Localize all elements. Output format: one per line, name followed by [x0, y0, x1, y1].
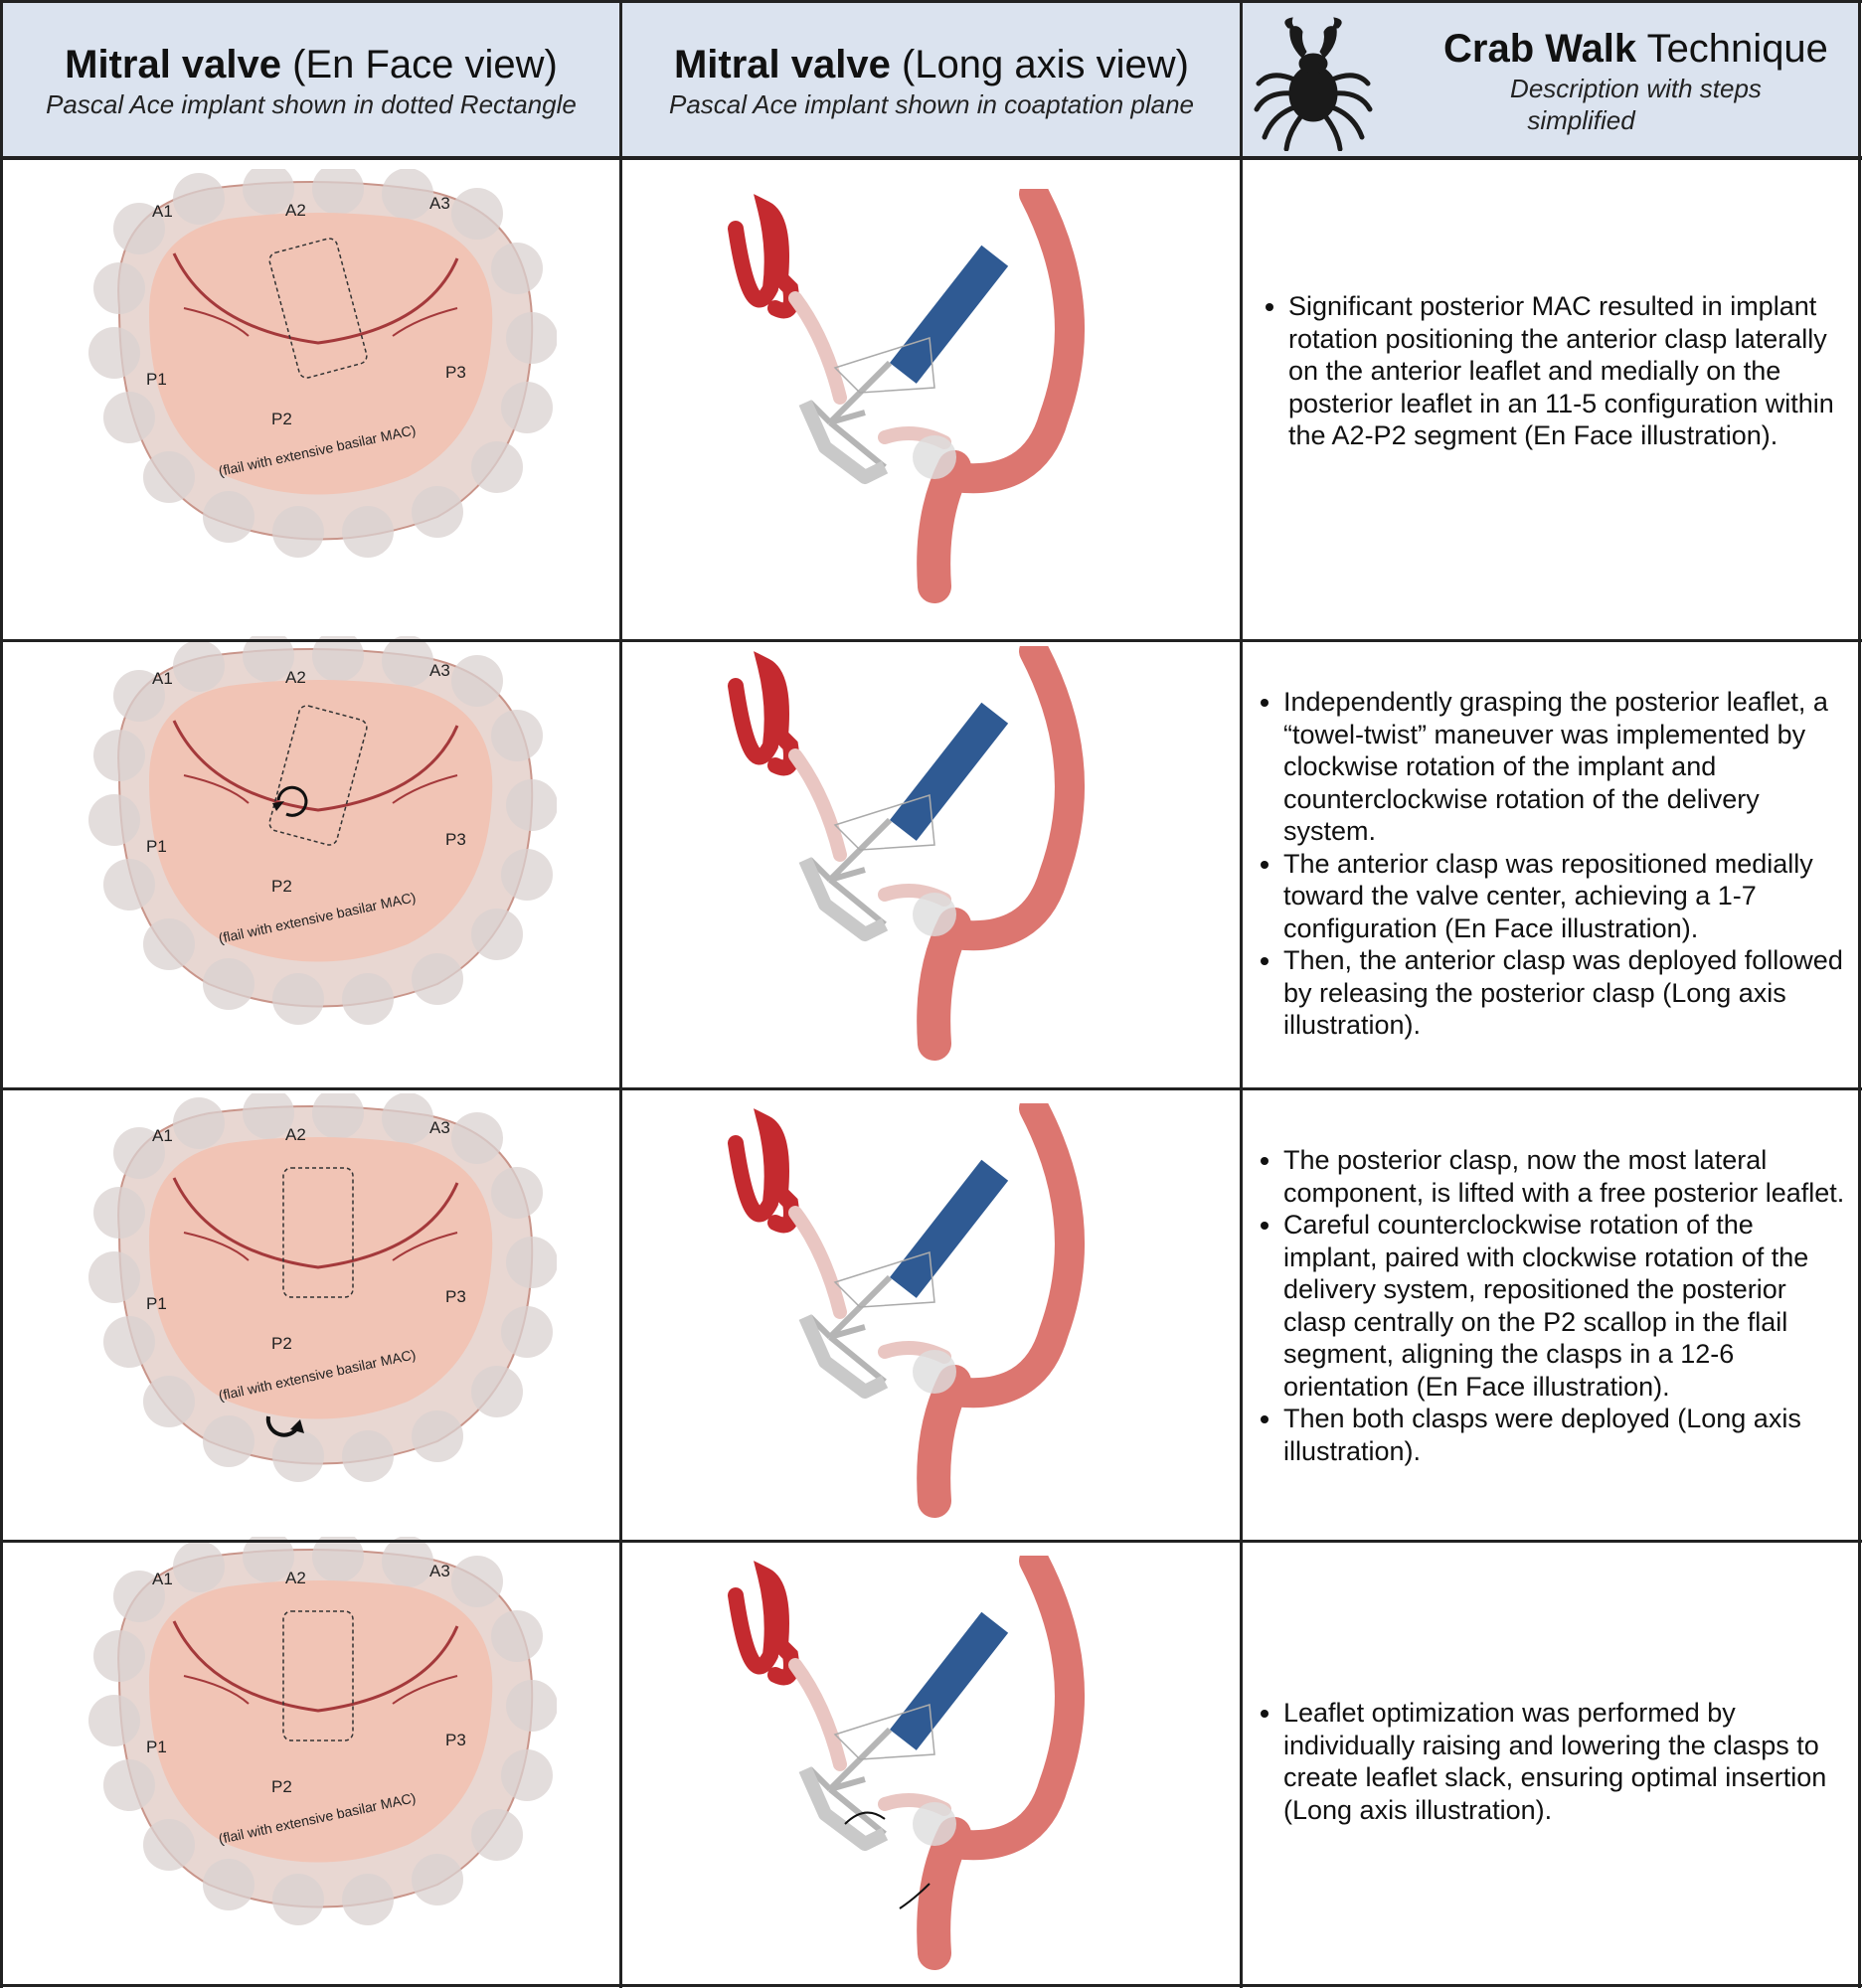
header-en-face-subtitle: Pascal Ace implant shown in dotted Recta… [46, 88, 577, 119]
border-bottom [0, 1984, 1862, 1987]
scallop-label-p1: P1 [146, 370, 167, 389]
coaptation-line [172, 720, 459, 812]
scallop-label-p2: P2 [271, 1777, 292, 1796]
ventricular-wall [939, 179, 1085, 494]
scallop-label-p2: P2 [271, 1334, 292, 1353]
long-axis-illustration-2 [716, 636, 1113, 1074]
border-left [0, 0, 3, 1988]
scallop-label-a3: A3 [429, 194, 450, 213]
clasp-motion-arrow-icon [844, 1811, 886, 1825]
row-2-description: Independently grasping the posterior lea… [1244, 686, 1845, 1042]
anterior-leaflet [788, 748, 847, 862]
header-long-axis-subtitle: Pascal Ace implant shown in coaptation p… [668, 88, 1195, 119]
row-divider-3 [0, 1540, 1862, 1543]
scallop-label-a3: A3 [429, 1118, 450, 1137]
delivery-catheter [890, 1611, 1009, 1750]
scallop-label-a2: A2 [285, 668, 306, 687]
valve-leaflets [149, 1580, 493, 1863]
header-technique-subtitle-2: simplified [1527, 104, 1635, 135]
coaptation-line [172, 1177, 459, 1269]
ventricular-wall [939, 636, 1085, 951]
anterior-leaflet [788, 1658, 847, 1771]
rotation-arrow-icon [276, 785, 308, 817]
scallop-label-p2: P2 [271, 877, 292, 896]
header-long-axis: Mitral valve (Long axis view) Pascal Ace… [622, 2, 1241, 158]
row-2-bullet-1: Independently grasping the posterior lea… [1283, 686, 1845, 848]
coaptation-line [172, 252, 459, 345]
row-3-description: The posterior clasp, now the most latera… [1244, 1144, 1845, 1467]
long-axis-illustration-4 [716, 1546, 1113, 1983]
scallop-label-a3: A3 [429, 661, 450, 680]
header-technique-subtitle: Description with steps [1510, 73, 1762, 103]
delivery-catheter [890, 1159, 1009, 1298]
valve-leaflets [149, 213, 493, 495]
scallop-label-p3: P3 [445, 1731, 466, 1749]
row-2-bullet-3: Then, the anterior clasp was deployed fo… [1283, 944, 1845, 1042]
row-1-bullet-1: Significant posterior MAC resulted in im… [1288, 290, 1845, 452]
coaptation-line [172, 1620, 459, 1713]
scallop-label-p1: P1 [146, 837, 167, 856]
column-divider-2 [1240, 0, 1243, 1988]
header-divider [0, 156, 1862, 160]
row-divider-2 [0, 1087, 1862, 1090]
scallop-label-a2: A2 [285, 1569, 306, 1587]
crab-icon [1254, 17, 1373, 151]
long-axis-illustration-1 [716, 179, 1113, 616]
valve-leaflets [149, 680, 493, 962]
valve-leaflets [149, 1137, 493, 1419]
border-right [1858, 0, 1861, 1988]
scallop-label-p3: P3 [445, 1287, 466, 1306]
scallop-label-p2: P2 [271, 410, 292, 428]
scallop-label-a1: A1 [152, 202, 173, 221]
delivery-catheter [890, 702, 1009, 841]
row-divider-1 [0, 639, 1862, 642]
row-3-bullet-2: Careful counterclockwise rotation of the… [1283, 1209, 1845, 1403]
scallop-label-p1: P1 [146, 1294, 167, 1313]
scallop-label-a2: A2 [285, 201, 306, 220]
vessel-wall [728, 1108, 799, 1234]
vessel-wall [728, 1561, 799, 1686]
scallop-label-a3: A3 [429, 1562, 450, 1580]
vessel-wall [728, 651, 799, 776]
header-en-face-title: Mitral valve (En Face view) [65, 42, 558, 86]
row-4-bullet-1: Leaflet optimization was performed by in… [1283, 1697, 1845, 1826]
anterior-leaflet [788, 291, 847, 405]
delivery-catheter [890, 245, 1009, 384]
row-2-bullet-2: The anterior clasp was repositioned medi… [1283, 848, 1845, 945]
scallop-label-a1: A1 [152, 669, 173, 688]
row-1-description: Significant posterior MAC resulted in im… [1249, 290, 1845, 452]
implant-dotted-rectangle [282, 1167, 354, 1298]
anterior-leaflet [788, 1206, 847, 1319]
scallop-label-a2: A2 [285, 1125, 306, 1144]
header-technique-title: Crab Walk Technique [1443, 26, 1828, 71]
scallop-label-p3: P3 [445, 363, 466, 382]
row-3-bullet-1: The posterior clasp, now the most latera… [1283, 1144, 1845, 1209]
header-en-face: Mitral valve (En Face view) Pascal Ace i… [2, 2, 620, 158]
scallop-label-a1: A1 [152, 1126, 173, 1145]
column-divider-1 [619, 0, 622, 1988]
header-long-axis-title: Mitral valve (Long axis view) [673, 42, 1189, 86]
row-4-description: Leaflet optimization was performed by in… [1244, 1697, 1845, 1826]
row-3-bullet-3: Then both clasps were deployed (Long axi… [1283, 1403, 1845, 1467]
scallop-label-p1: P1 [146, 1738, 167, 1756]
scallop-label-a1: A1 [152, 1570, 173, 1588]
scallop-label-p3: P3 [445, 830, 466, 849]
ventricular-wall [939, 1093, 1085, 1408]
long-axis-illustration-3 [716, 1093, 1113, 1531]
implant-dotted-rectangle [268, 705, 368, 846]
implant-dotted-rectangle [282, 1610, 354, 1741]
border-top [0, 0, 1862, 3]
header-technique: Crab Walk Technique Description with ste… [1243, 2, 1860, 158]
vessel-wall [728, 194, 799, 319]
implant-dotted-rectangle [268, 238, 368, 379]
ventricular-wall [939, 1546, 1085, 1861]
